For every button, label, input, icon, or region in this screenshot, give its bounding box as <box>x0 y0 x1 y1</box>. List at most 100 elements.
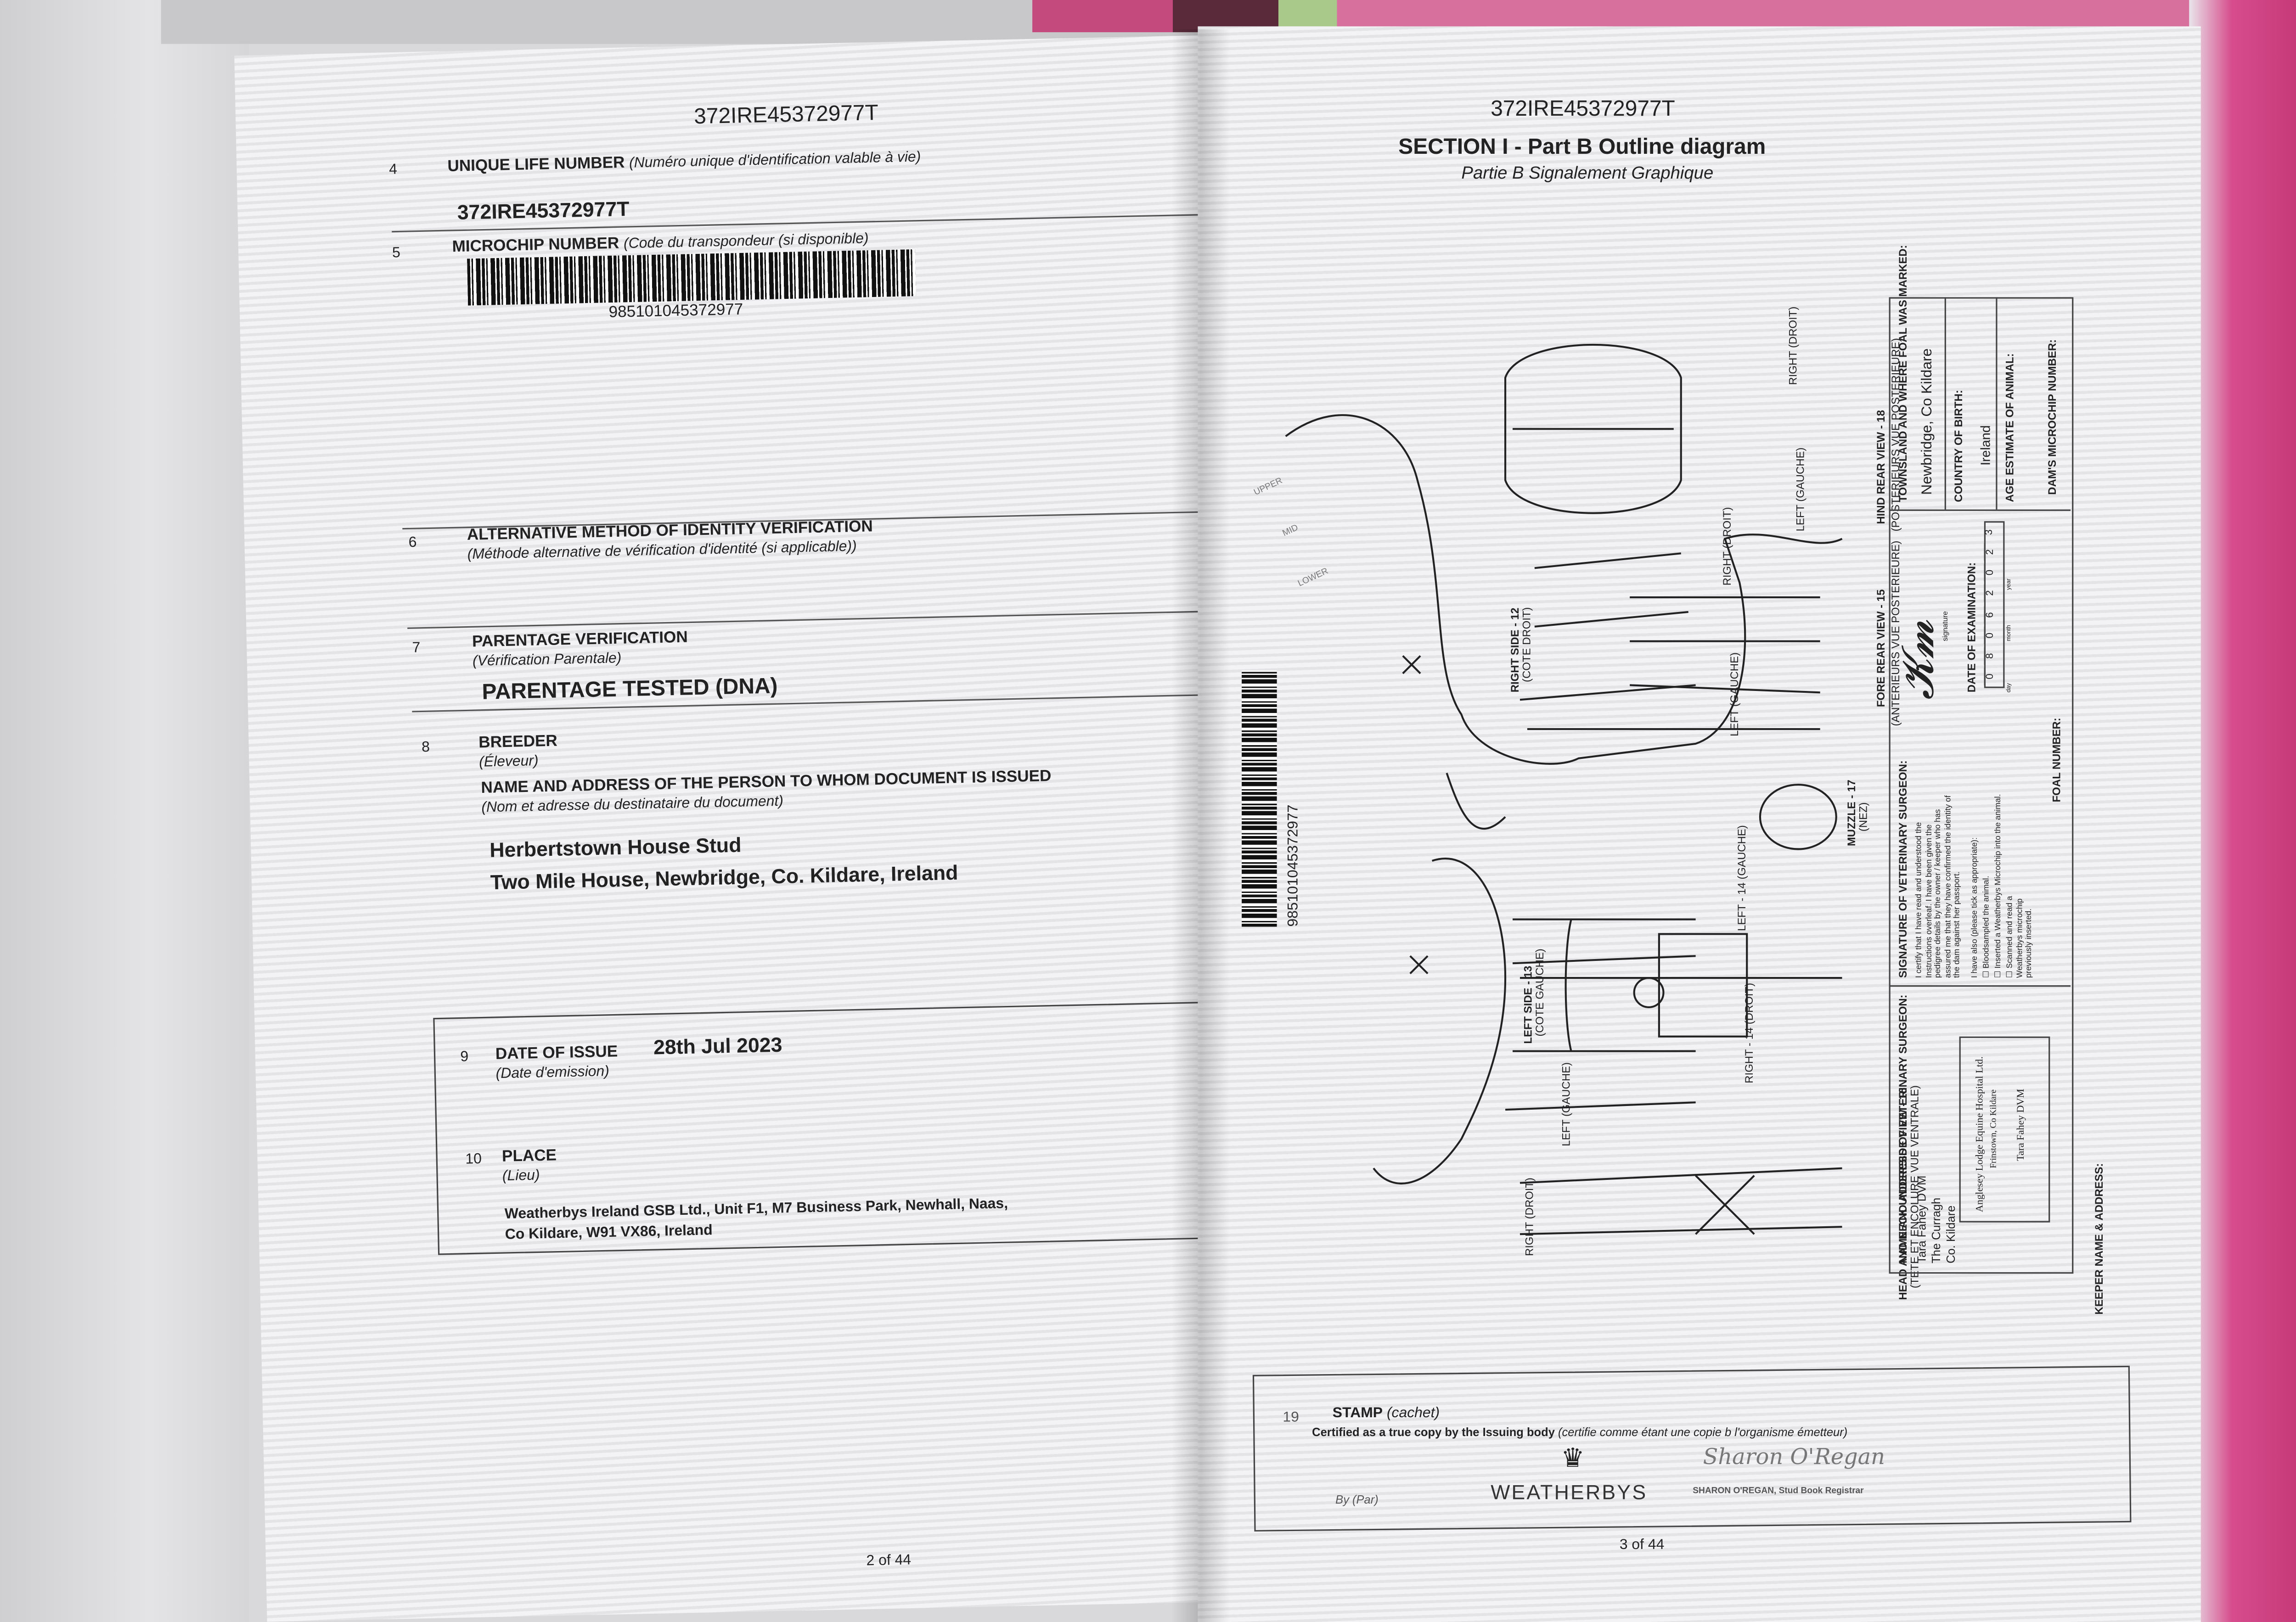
weatherbys-logo: WEATHERBYS <box>1491 1480 1648 1504</box>
label-en: MICROCHIP NUMBER <box>452 235 619 256</box>
vet-practice-stamp <box>1959 1036 2050 1223</box>
page-number: 3 of 44 <box>1619 1537 1665 1554</box>
date-digit: 0 <box>1984 564 2005 582</box>
date-digit: 2 <box>1984 584 2005 602</box>
section-number: 7 <box>412 640 421 657</box>
label-fr: (cachet) <box>1386 1405 1440 1422</box>
page-header-id: 372IRE45372977T <box>1491 96 1675 122</box>
parentage-label: PARENTAGE VERIFICATION <box>472 629 688 651</box>
right-side-horse-legs <box>1519 552 1696 730</box>
issued-to-name: Herbertstown House Stud <box>489 833 742 862</box>
stamp-label: STAMP (cachet) <box>1333 1405 1440 1421</box>
date-of-issue-label: DATE OF ISSUE <box>495 1043 618 1064</box>
microchip-number-value: 985101045372977 <box>608 301 743 322</box>
hind-rear-legs <box>1504 344 1682 514</box>
vet-address2: Co. Kildare <box>1944 1205 1958 1263</box>
issued-to-address: Two Mile House, Newbridge, Co. Kildare, … <box>490 860 958 894</box>
microchip-barcode <box>467 249 916 306</box>
stamp-line1: Anglesey Lodge Equine Hospital Ltd. <box>1974 1056 1986 1212</box>
parentage-value: PARENTAGE TESTED (DNA) <box>482 673 778 705</box>
section-number: 6 <box>408 535 417 551</box>
date-digit: 8 <box>1984 646 2005 665</box>
label-fr: (Code du transpondeur (si disponible) <box>623 231 869 253</box>
registrar-name: SHARON O'REGAN, Stud Book Registrar <box>1693 1487 1864 1496</box>
date-digit: 6 <box>1984 605 2005 623</box>
page-header-id: 372IRE45372977T <box>693 101 879 129</box>
certified-text: Certified as a true copy by the Issuing … <box>1312 1426 1847 1439</box>
registrar-signature: Sharon O'Regan <box>1703 1443 1885 1470</box>
issued-to-label: NAME AND ADDRESS OF THE PERSON TO WHOM D… <box>481 768 1052 797</box>
label-en: STAMP <box>1332 1405 1383 1422</box>
section-number: 9 <box>460 1049 469 1066</box>
date-of-issue-label-fr: (Date d'emission) <box>495 1064 610 1083</box>
date-of-issue-value: 28th Jul 2023 <box>653 1033 782 1059</box>
vet-name-address-label: NAME AND ADDRESS OF VETERINARY SURGEON: <box>1896 994 1910 1263</box>
date-caption-month: month <box>2004 625 2012 641</box>
place-label: PLACE <box>501 1147 557 1166</box>
left-side-horse-outline <box>1373 858 1696 1184</box>
muzzle-label-fr: (NEZ) <box>1857 802 1870 832</box>
certify-text: I certify that I have read and understoo… <box>1915 795 1962 978</box>
townsland-label: TOWNSLAND AND WHERE FOAL WAS MARKED: <box>1896 245 1910 502</box>
section-number: 19 <box>1283 1409 1299 1426</box>
right-side-horse-outline <box>1285 414 1843 765</box>
country-of-birth-value: Ireland <box>1978 425 1993 466</box>
divider <box>407 610 1220 629</box>
certified-fr: (certifie comme étant une copie b l'orga… <box>1558 1426 1848 1439</box>
foal-number-label: FOAL NUMBER: <box>2050 718 2064 803</box>
scanner-background <box>0 0 249 1622</box>
age-estimate-label: AGE ESTIMATE OF ANIMAL: <box>2003 353 2016 502</box>
section-subtitle: Partie B Signalement Graphique <box>1461 162 1714 183</box>
unique-life-number-value: 372IRE45372977T <box>457 196 630 224</box>
date-digit: 0 <box>1984 626 2005 644</box>
head-top-view <box>1519 919 1842 1052</box>
book-spine-shadow <box>1171 29 1230 1622</box>
vet-name: Tara Fahey DVM <box>1915 1175 1929 1263</box>
divider <box>1889 985 2071 987</box>
section-title: SECTION I - Part B Outline diagram <box>1398 135 1766 160</box>
left-14-label: LEFT - 14 (GAUCHE) <box>1735 825 1749 932</box>
option-bloodsampled[interactable]: ☐ Bloodsampled the animal. <box>1982 876 1992 978</box>
date-digit: 2 <box>1984 543 2005 561</box>
divider <box>1996 297 1998 510</box>
muzzle-outline <box>1759 784 1837 850</box>
keeper-label: KEEPER NAME & ADDRESS: <box>2092 1163 2106 1315</box>
parentage-label-fr: (Vérification Parentale) <box>472 651 622 670</box>
date-digit: 3 <box>1985 529 1995 535</box>
whorl-mark <box>1633 977 1665 1008</box>
issued-to-label-fr: (Nom et adresse du destinataire du docum… <box>481 794 784 816</box>
vet-signature: 𝓚𝓶 <box>1893 620 1945 700</box>
right-page: 372IRE45372977T SECTION I - Part B Outli… <box>1198 26 2201 1622</box>
pink-cover-edge <box>2189 0 2296 1622</box>
by-label: By (Par) <box>1335 1493 1379 1507</box>
divider <box>1889 509 2071 511</box>
place-label-fr: (Lieu) <box>502 1168 540 1185</box>
townsland-value: Newbridge, Co Kildare <box>1919 348 1936 495</box>
left-page: 372IRE45372977T 4 UNIQUE LIFE NUMBER (Nu… <box>234 35 1239 1622</box>
date-caption-year: year <box>2004 578 2012 590</box>
fore-left-label: LEFT (GAUCHE) <box>1728 652 1741 736</box>
issuing-stamp-box <box>1252 1365 2132 1532</box>
option-scanned-microchip[interactable]: ☐ Scanned and read a Weatherbys microchi… <box>2006 896 2034 978</box>
breeder-label: BREEDER <box>478 732 558 752</box>
right-14-label: RIGHT - 14 (DROIT) <box>1742 982 1756 1083</box>
country-of-birth-label: COUNTRY OF BIRTH: <box>1952 390 1965 502</box>
right-side-label-fr: (COTE DROIT) <box>1519 607 1533 682</box>
option-label: Inserted a Weatherbys Microchip into the… <box>1994 794 2003 969</box>
section-number: 4 <box>388 162 398 179</box>
left-side-label-fr: (COTE GAUCHE) <box>1533 949 1547 1037</box>
label-en: UNIQUE LIFE NUMBER <box>447 154 625 176</box>
fore-rear-legs <box>1630 596 1820 730</box>
head-neck-underside <box>1519 1167 1842 1235</box>
fore-rear-view-label: FORE REAR VIEW - 15 <box>1874 589 1888 707</box>
vet-address1: The Curragh <box>1930 1197 1943 1263</box>
section-number: 5 <box>392 245 401 262</box>
neck-left-label: LEFT (GAUCHE) <box>1559 1062 1573 1146</box>
option-label: Bloodsampled the animal. <box>1982 876 1992 969</box>
section-number: 10 <box>465 1151 482 1168</box>
date-caption-day: day <box>2004 683 2012 693</box>
vet-signature-label: SIGNATURE OF VETERINARY SURGEON: <box>1896 760 1910 978</box>
date-digit: 0 <box>1984 667 2005 685</box>
option-inserted-microchip[interactable]: ☐ Inserted a Weatherbys Microchip into t… <box>1994 794 2003 978</box>
